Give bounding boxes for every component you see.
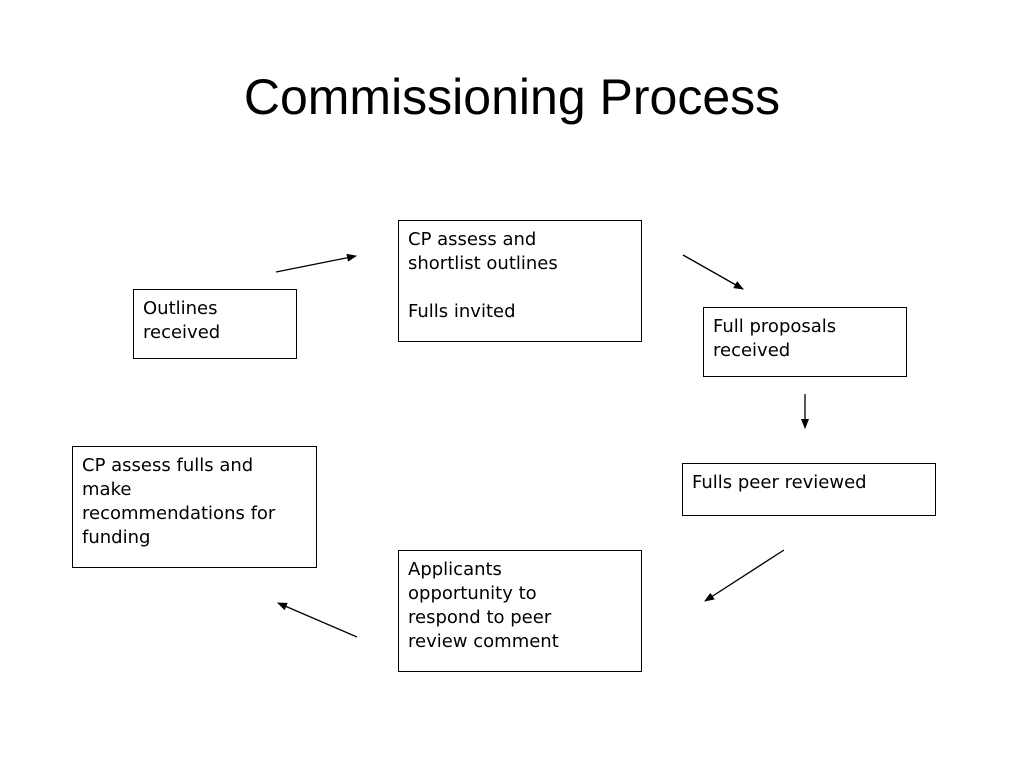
step-text: received [713,340,791,361]
step-text: Applicants [408,559,502,580]
step-text: CP assess and [408,229,537,250]
step-full-proposals-received: Full proposals received [703,307,907,377]
step-applicants-respond: Applicants opportunity to respond to pee… [398,550,642,672]
step-text: Outlines [143,298,218,319]
slide-title: Commissioning Process [243,69,781,125]
step-fulls-peer-reviewed: Fulls peer reviewed [682,463,936,516]
step-text: funding [82,527,151,548]
step-text: opportunity to [408,583,537,604]
arrow-outlines-to-assess [275,253,357,273]
step-cp-assess-outlines: CP assess and shortlist outlines Fulls i… [398,220,642,342]
step-text: shortlist outlines [408,253,558,274]
step-text: received [143,322,221,343]
step-outlines-received: Outlines received [133,289,297,359]
arrow-assess-to-full-proposals [682,254,744,290]
step-cp-assess-fulls: CP assess fulls and make recommendations… [72,446,317,568]
step-text: recommendations for [82,503,276,524]
step-text: Fulls peer reviewed [692,472,867,493]
step-text: Full proposals [713,316,837,337]
arrow-applicants-to-cp-assess-fulls [277,602,358,638]
step-text: Fulls invited [408,301,516,322]
step-text: review comment [408,631,559,652]
step-text: respond to peer [408,607,552,628]
arrow-peer-review-to-applicants [704,549,785,602]
step-text: make [82,479,132,500]
step-text: CP assess fulls and [82,455,254,476]
